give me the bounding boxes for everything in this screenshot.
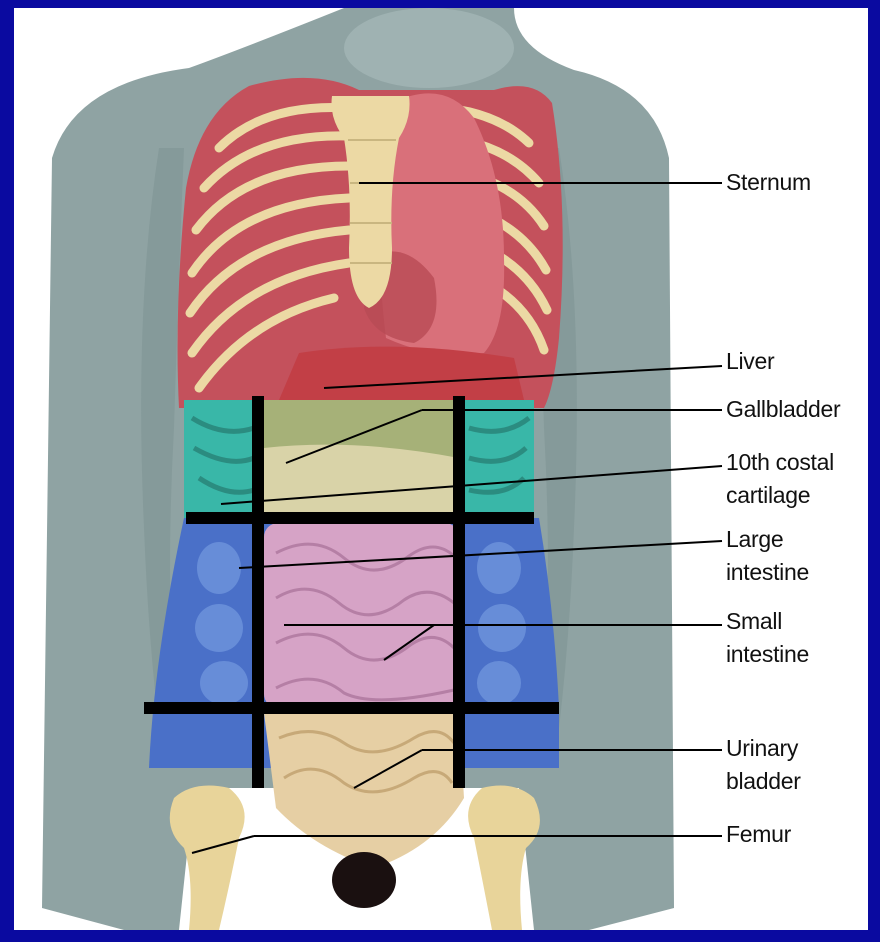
label-large-intestine-line1: Large <box>726 523 809 556</box>
label-costal-cartilage: 10th costal cartilage <box>726 446 834 512</box>
label-costal-line1: 10th costal <box>726 446 834 479</box>
label-small-intestine-line1: Small <box>726 605 809 638</box>
anatomy-diagram: Sternum Liver Gallbladder 10th costal ca… <box>14 8 868 930</box>
stomach-region <box>264 445 459 513</box>
label-urinary-bladder: Urinary bladder <box>726 732 801 798</box>
label-large-intestine: Large intestine <box>726 523 809 589</box>
label-sternum: Sternum <box>726 166 811 199</box>
label-small-intestine-line2: intestine <box>726 638 809 671</box>
label-urinary-line2: bladder <box>726 765 801 798</box>
label-urinary-line1: Urinary <box>726 732 801 765</box>
label-small-intestine: Small intestine <box>726 605 809 671</box>
liver-organ <box>279 347 524 400</box>
label-gallbladder: Gallbladder <box>726 393 840 426</box>
label-sternum-text: Sternum <box>726 166 811 199</box>
label-liver: Liver <box>726 345 774 378</box>
label-femur: Femur <box>726 818 791 851</box>
label-liver-text: Liver <box>726 345 774 378</box>
label-costal-line2: cartilage <box>726 479 834 512</box>
neck-shade <box>344 8 514 88</box>
pubic-region <box>332 852 396 908</box>
label-femur-text: Femur <box>726 818 791 851</box>
label-gallbladder-text: Gallbladder <box>726 393 840 426</box>
label-large-intestine-line2: intestine <box>726 556 809 589</box>
